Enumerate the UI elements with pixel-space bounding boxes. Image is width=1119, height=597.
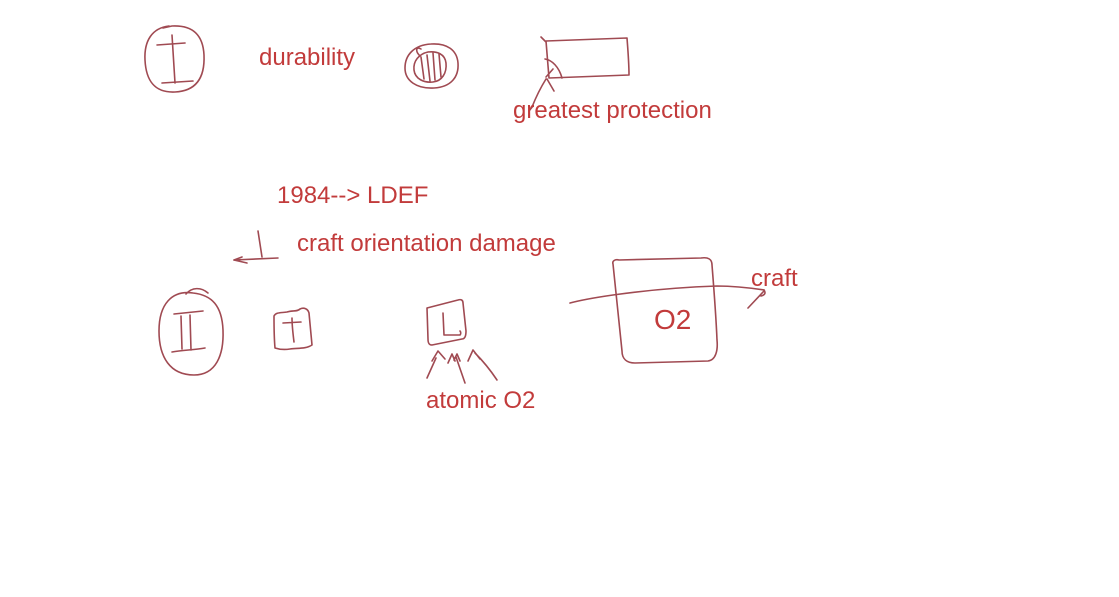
l-square-outline bbox=[426, 298, 467, 346]
ibeam-bottom-bar bbox=[171, 347, 206, 353]
angle-vertical bbox=[257, 230, 263, 258]
label-craft-orientation-damage: craft orientation damage bbox=[297, 230, 556, 257]
up-arrow-middle bbox=[447, 353, 466, 384]
label-craft: craft bbox=[751, 265, 798, 292]
plumb-vertical-line bbox=[171, 34, 176, 84]
circled-i-beam-icon bbox=[158, 287, 224, 376]
ibeam-verticals bbox=[180, 314, 192, 351]
label-atomic-o2: atomic O2 bbox=[426, 387, 536, 414]
corner-arrow-strokes bbox=[528, 68, 555, 112]
sphere-outer-outline bbox=[404, 43, 459, 89]
t-mark bbox=[282, 317, 302, 343]
label-o2: O2 bbox=[654, 304, 692, 335]
angle-bracket-mark-icon bbox=[233, 230, 279, 264]
t-square-outline bbox=[273, 307, 313, 351]
craft-direction-line-icon bbox=[569, 285, 766, 309]
shaded-sphere-scribble-icon bbox=[404, 43, 459, 89]
ibeam-top-bar bbox=[173, 310, 204, 315]
craft-line bbox=[569, 285, 765, 304]
corner-pointer-arrow-icon bbox=[528, 68, 555, 112]
square-with-t-mark-icon bbox=[273, 307, 313, 351]
plumb-base-bar bbox=[161, 80, 194, 84]
upward-arrows-icon bbox=[426, 349, 498, 384]
sphere-inner-outline bbox=[413, 51, 447, 83]
o2-box-icon bbox=[612, 256, 719, 364]
label-year-ldef: 1984--> LDEF bbox=[277, 182, 429, 209]
rectangle-outline bbox=[540, 36, 630, 79]
rectangle-with-corner-arc-icon bbox=[540, 36, 630, 79]
ibeam-circle-top-arc bbox=[185, 287, 209, 295]
up-arrow-left bbox=[426, 350, 446, 379]
angle-horizontal bbox=[233, 257, 279, 261]
plumb-cross-bar bbox=[156, 42, 186, 46]
ibeam-circle-outline bbox=[158, 291, 224, 376]
sphere-hatch-lines bbox=[420, 52, 442, 82]
angle-left-tip bbox=[233, 256, 248, 264]
corner-arc bbox=[544, 58, 563, 79]
plumb-circle-outline bbox=[144, 25, 205, 93]
o2-box-outline bbox=[612, 256, 719, 364]
l-mark bbox=[442, 312, 462, 336]
craft-line-end-hook bbox=[760, 289, 766, 297]
label-durability: durability bbox=[259, 44, 356, 71]
label-greatest-protection: greatest protection bbox=[513, 97, 712, 124]
up-arrow-right bbox=[467, 349, 498, 381]
tilted-square-with-l-mark-icon bbox=[426, 298, 467, 346]
sphere-top-hook bbox=[415, 47, 422, 57]
craft-line-arrow-tail bbox=[747, 290, 765, 309]
circled-plumb-mark-icon bbox=[144, 25, 205, 93]
